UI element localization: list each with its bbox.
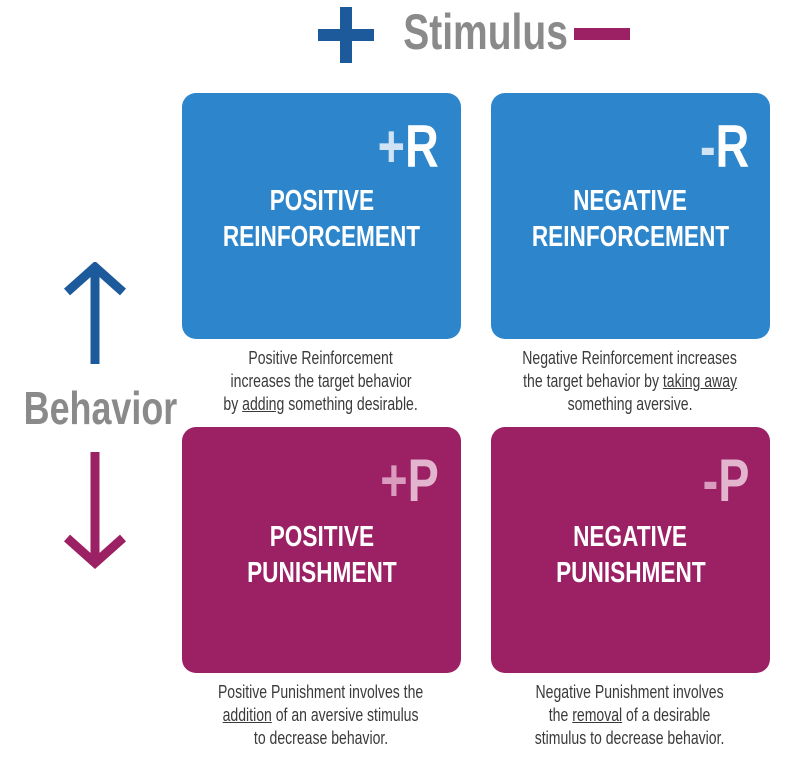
positive-punishment-card: +P POSITIVE PUNISHMENT [182,427,461,673]
quadrant-symbol: -R [699,113,750,180]
arrow-up-icon [64,262,126,364]
behavior-label: Behavior [23,382,178,434]
negative-punishment-card: -P NEGATIVE PUNISHMENT [491,427,770,673]
negative-reinforcement-card: -R NEGATIVE REINFORCEMENT [491,93,770,339]
positive-punishment-description: Positive Punishment involves the additio… [218,682,424,748]
negative-reinforcement-description: Negative Reinforcement increases the tar… [522,348,738,414]
quadrant-symbol: -P [702,447,750,514]
quadrant-symbol: +R [377,113,439,180]
quadrant-title: NEGATIVE REINFORCEMENT [531,185,730,253]
plus-icon [318,7,374,63]
arrow-down-icon [64,452,126,570]
negative-punishment-description: Negative Punishment involves the removal… [535,682,725,748]
positive-reinforcement-card: +R POSITIVE REINFORCEMENT [182,93,461,339]
quadrant-title: POSITIVE REINFORCEMENT [222,185,421,253]
quadrant-symbol: +P [380,447,439,514]
minus-icon [574,28,630,40]
quadrant-title: NEGATIVE PUNISHMENT [555,521,706,589]
stimulus-label: Stimulus [403,4,568,60]
positive-reinforcement-description: Positive Reinforcement increases the tar… [223,348,419,414]
quadrant-title: POSITIVE PUNISHMENT [246,521,397,589]
